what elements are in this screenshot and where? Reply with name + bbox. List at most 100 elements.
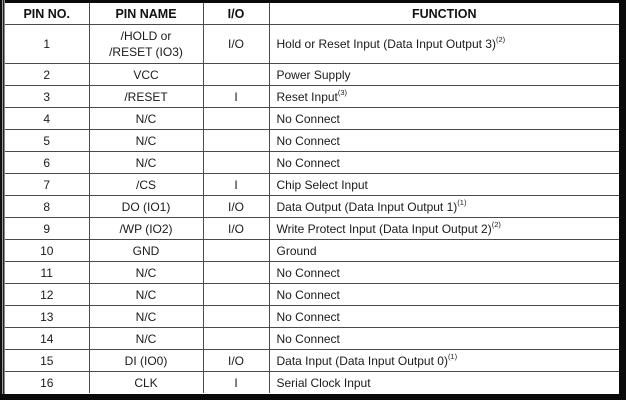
frame-border-left-gap xyxy=(2,0,3,400)
footnote-ref: (3) xyxy=(337,87,348,97)
table-row: 2 VCC Power Supply xyxy=(5,63,619,86)
pin-function: Power Supply xyxy=(268,63,619,86)
pin-name: N/C xyxy=(88,261,204,284)
table-row: 11 N/C No Connect xyxy=(5,261,619,284)
table-header-row: PIN NO. PIN NAME I/O FUNCTION xyxy=(5,3,619,25)
pin-function: No Connect xyxy=(268,283,619,306)
table-row: 8 DO (IO1) I/O Data Output (Data Input O… xyxy=(5,195,619,218)
pin-function: Reset Input(3) xyxy=(268,85,619,108)
pin-io xyxy=(202,305,270,328)
header-function: FUNCTION xyxy=(268,3,619,25)
pin-function: No Connect xyxy=(268,151,619,174)
pin-number: 12 xyxy=(5,283,90,306)
pin-name: N/C xyxy=(88,305,204,328)
pin-number: 10 xyxy=(5,239,90,262)
function-text: Ground xyxy=(276,243,317,258)
pin-io xyxy=(202,239,270,262)
pin-io: I xyxy=(202,371,270,393)
table-row: 4 N/C No Connect xyxy=(5,107,619,130)
pin-io xyxy=(202,129,270,152)
table-row: 16 CLK I Serial Clock Input xyxy=(5,371,619,393)
pin-number: 16 xyxy=(5,371,90,393)
function-text: Power Supply xyxy=(276,67,351,82)
pin-function: No Connect xyxy=(268,261,619,284)
pin-function: No Connect xyxy=(268,305,619,328)
pin-number: 3 xyxy=(5,85,90,108)
table-row: 14 N/C No Connect xyxy=(5,327,619,350)
pin-function: No Connect xyxy=(268,107,619,130)
pin-number: 9 xyxy=(5,217,90,240)
function-text: Hold or Reset Input (Data Input Output 3… xyxy=(276,37,496,51)
pin-io: I/O xyxy=(202,195,270,218)
pin-description-table: PIN NO. PIN NAME I/O FUNCTION 1 /HOLD or… xyxy=(5,3,619,393)
pin-function: Chip Select Input xyxy=(268,173,619,196)
function-text: Reset Input xyxy=(276,89,338,104)
pin-name: DO (IO1) xyxy=(88,195,204,218)
pin-io: I xyxy=(202,85,270,108)
table-row: 12 N/C No Connect xyxy=(5,283,619,306)
pin-io: I xyxy=(202,173,270,196)
table-row: 13 N/C No Connect xyxy=(5,305,619,328)
pin-number: 4 xyxy=(5,107,90,130)
frame-border-right xyxy=(619,0,626,400)
footnote-ref: (1) xyxy=(457,197,467,207)
header-pin-no: PIN NO. xyxy=(5,3,90,25)
header-io: I/O xyxy=(202,3,270,25)
function-text: Data Output (Data Input Output 1) xyxy=(276,199,458,214)
table-row: 9 /WP (IO2) I/O Write Protect Input (Dat… xyxy=(5,217,619,240)
pin-number: 14 xyxy=(5,327,90,350)
frame-border-top xyxy=(0,0,626,3)
pin-function: Data Input (Data Input Output 0)(1) xyxy=(268,349,619,372)
function-text: Data Input (Data Input Output 0) xyxy=(276,353,448,368)
function-text: Write Protect Input (Data Input Output 2… xyxy=(276,221,492,236)
pin-io xyxy=(202,107,270,130)
pin-number: 5 xyxy=(5,129,90,152)
table-row: 1 /HOLD or /RESET (IO3) I/O Hold or Rese… xyxy=(5,24,619,64)
pin-io xyxy=(202,261,270,284)
pin-name: N/C xyxy=(88,327,204,350)
function-text: No Connect xyxy=(276,111,340,126)
footnote-ref: (1) xyxy=(447,351,458,361)
pin-number: 7 xyxy=(5,173,90,196)
pin-function: No Connect xyxy=(268,129,619,152)
pin-io xyxy=(202,327,270,350)
pin-number: 8 xyxy=(5,195,90,218)
pin-name: N/C xyxy=(88,129,204,152)
frame-border-bottom xyxy=(0,394,626,400)
pin-name: N/C xyxy=(88,151,204,174)
pin-function: Ground xyxy=(268,239,619,262)
frame-border-left xyxy=(0,0,2,400)
pin-name: /WP (IO2) xyxy=(88,217,204,240)
pin-function: Hold or Reset Input (Data Input Output 3… xyxy=(268,24,619,64)
pin-number: 15 xyxy=(5,349,90,372)
pin-number: 2 xyxy=(5,63,90,86)
pin-name: N/C xyxy=(88,283,204,306)
footnote-ref: (2) xyxy=(491,219,501,229)
footnote-ref: (2) xyxy=(495,35,506,44)
pin-io: I/O xyxy=(202,24,270,64)
table-row: 6 N/C No Connect xyxy=(5,151,619,174)
pin-io: I/O xyxy=(202,217,270,240)
function-text: No Connect xyxy=(276,265,340,280)
pin-name: VCC xyxy=(88,63,204,86)
pin-name-line-2: /RESET (IO3) xyxy=(109,45,183,59)
frame-border-left-shadow xyxy=(4,0,5,400)
pin-function: Write Protect Input (Data Input Output 2… xyxy=(268,217,619,240)
pin-io: I/O xyxy=(202,349,270,372)
function-text: Serial Clock Input xyxy=(276,375,371,390)
function-text: Chip Select Input xyxy=(276,177,368,192)
pin-number: 1 xyxy=(5,24,90,64)
table-row: 3 /RESET I Reset Input(3) xyxy=(5,85,619,108)
pin-io xyxy=(202,283,270,306)
pin-name: /CS xyxy=(88,173,204,196)
pin-name: DI (IO0) xyxy=(88,349,204,372)
pin-number: 13 xyxy=(5,305,90,328)
table-row: 5 N/C No Connect xyxy=(5,129,619,152)
pin-name: N/C xyxy=(88,107,204,130)
pin-io xyxy=(202,63,270,86)
pin-function: No Connect xyxy=(268,327,619,350)
pin-name: GND xyxy=(88,239,204,262)
table-row: 15 DI (IO0) I/O Data Input (Data Input O… xyxy=(5,349,619,372)
pin-name: /RESET xyxy=(88,85,204,108)
pin-name-line-1: /HOLD or xyxy=(120,29,172,43)
